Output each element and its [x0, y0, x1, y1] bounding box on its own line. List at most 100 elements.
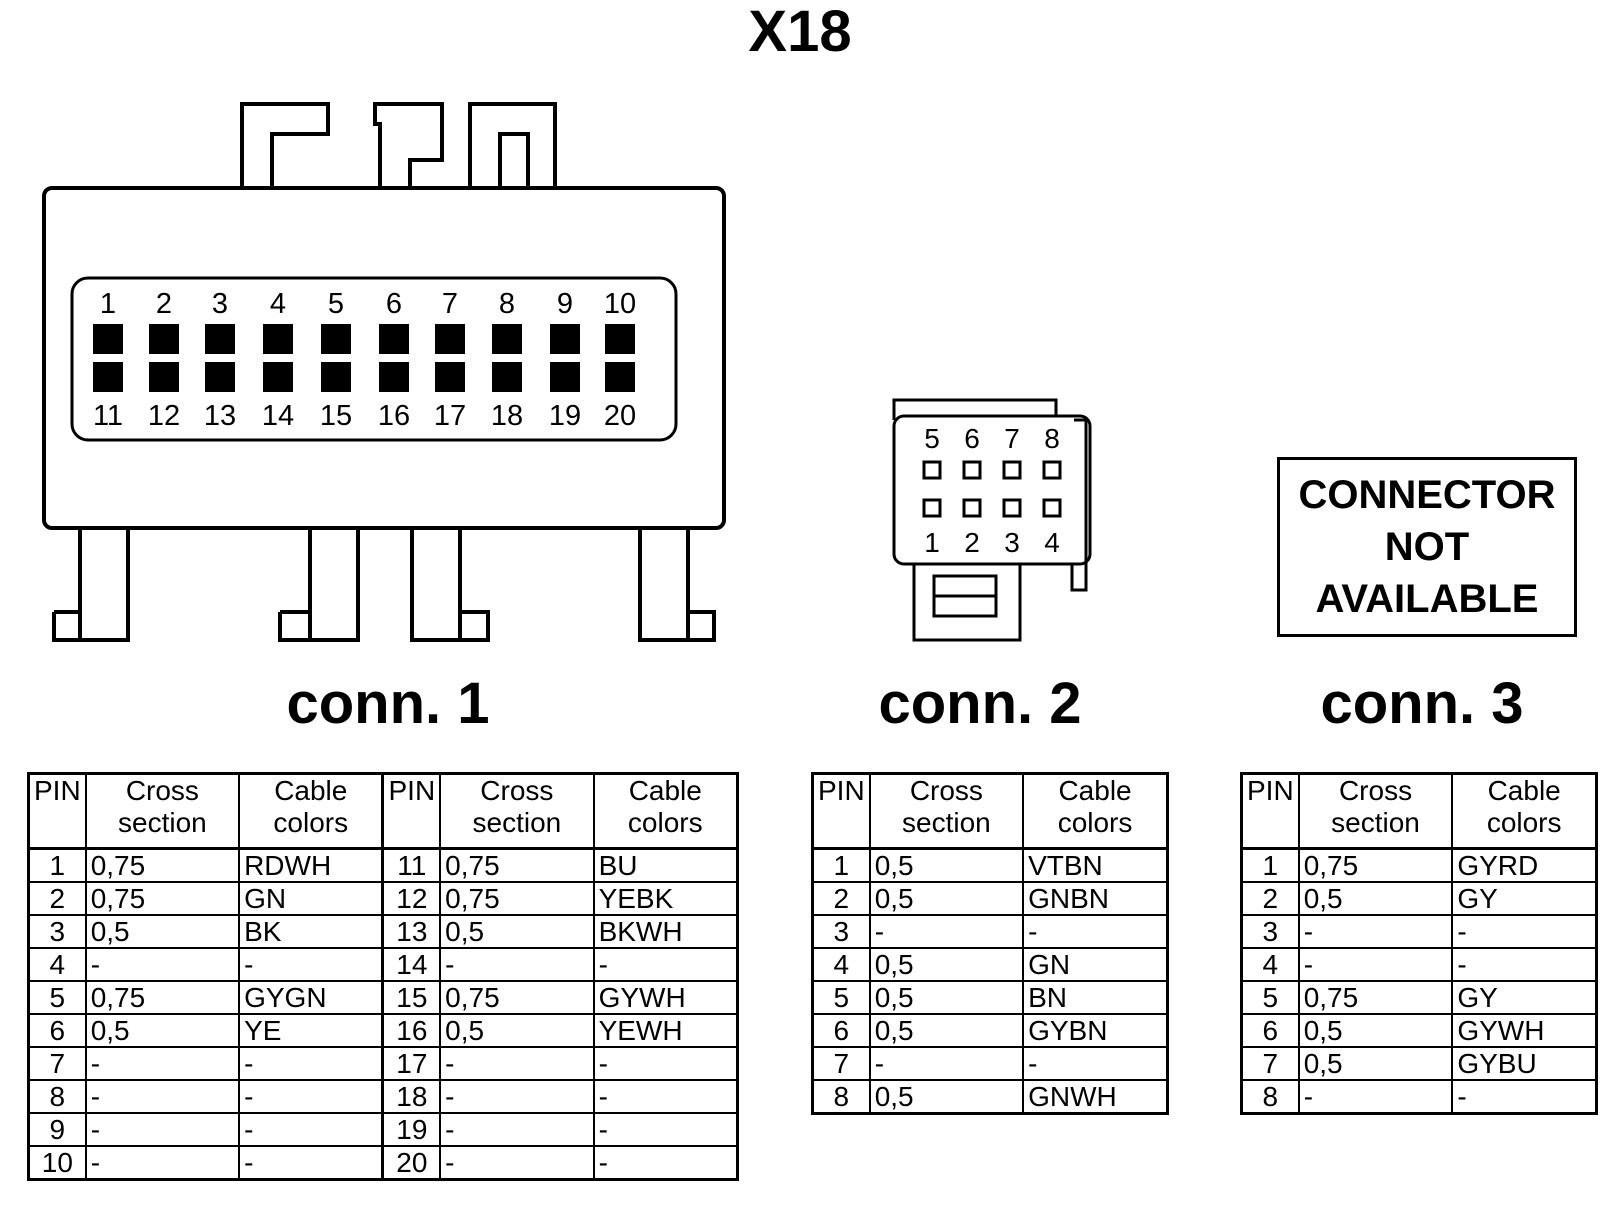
- table-cell: -: [1451, 1079, 1598, 1115]
- table-cell: 8: [1240, 1079, 1300, 1115]
- pin-number-label: 20: [604, 400, 636, 432]
- table-cell: GN: [238, 881, 384, 916]
- table-cell: 8: [811, 1079, 871, 1115]
- table-cell: GYRD: [1451, 847, 1598, 883]
- table-row: 4--: [1240, 947, 1598, 982]
- table-cell: 1: [27, 847, 87, 883]
- table-cell: 9: [27, 1112, 87, 1147]
- table-cell: -: [238, 1079, 384, 1114]
- table-cell: 17: [381, 1046, 442, 1081]
- table-cell: 0,5: [1297, 881, 1454, 916]
- table-cell: -: [592, 1046, 739, 1081]
- pin-number-label: 18: [491, 400, 523, 432]
- table-cell: -: [1022, 914, 1169, 949]
- table-cell: -: [1297, 914, 1454, 949]
- pin-number-label: 19: [549, 400, 581, 432]
- table-cell: 10: [27, 1145, 87, 1181]
- table-cell: -: [238, 1112, 384, 1147]
- pin-contact: [1042, 498, 1062, 518]
- table-cell: GY: [1451, 980, 1598, 1015]
- table-row: 7--: [811, 1046, 1169, 1081]
- table-cell: 7: [27, 1046, 87, 1081]
- pin-number-label: 11: [93, 400, 123, 432]
- table-row: 10--20--: [27, 1145, 739, 1181]
- column-header: PIN: [27, 772, 87, 850]
- table-cell: 0,5: [1297, 1046, 1454, 1081]
- pin-number-label: 5: [328, 288, 344, 320]
- table-cell: GYBN: [1022, 1013, 1169, 1048]
- table-cell: 18: [381, 1079, 442, 1114]
- pin-number-label: 2: [964, 527, 980, 558]
- pin-number-label: 7: [442, 288, 458, 320]
- table-cell: -: [84, 1145, 241, 1181]
- table-cell: -: [592, 1079, 739, 1114]
- pin-number-label: 4: [1044, 527, 1060, 558]
- table-cell: -: [868, 1046, 1025, 1081]
- pin-number-label: 15: [320, 400, 352, 432]
- pin-number-label: 5: [924, 423, 940, 454]
- table-cell: 0,5: [868, 980, 1025, 1015]
- table-cell: -: [1297, 947, 1454, 982]
- table-row: 3--: [811, 914, 1169, 949]
- pin-contact: [205, 324, 235, 354]
- pin-number-label: 17: [434, 400, 466, 432]
- pin-contact: [962, 498, 982, 518]
- table-cell: BKWH: [592, 914, 739, 949]
- column-header: Cable colors: [592, 772, 739, 850]
- pin-contact: [149, 362, 179, 392]
- table-cell: BU: [592, 847, 739, 883]
- pin-number-label: 4: [270, 288, 286, 320]
- table-cell: 8: [27, 1079, 87, 1114]
- table-cell: GNBN: [1022, 881, 1169, 916]
- pin-contact: [962, 460, 982, 480]
- table-cell: 0,75: [84, 847, 241, 883]
- table-cell: 0,75: [439, 980, 595, 1015]
- column-header: PIN: [811, 772, 871, 850]
- table-cell: -: [84, 1046, 241, 1081]
- table-cell: 4: [1240, 947, 1300, 982]
- table-cell: -: [1451, 947, 1598, 982]
- column-header: Cable colors: [238, 772, 384, 850]
- table-cell: -: [84, 1079, 241, 1114]
- not-available-line-1: CONNECTOR: [1298, 473, 1556, 517]
- table-cell: 16: [381, 1013, 442, 1048]
- table-cell: 0,75: [439, 847, 595, 883]
- pin-contact: [93, 324, 123, 354]
- table-cell: -: [439, 947, 595, 982]
- table-cell: 12: [381, 881, 442, 916]
- table-cell: -: [868, 914, 1025, 949]
- table-cell: 6: [27, 1013, 87, 1048]
- column-header: Cable colors: [1022, 772, 1169, 850]
- pin-contact: [379, 324, 409, 354]
- pin-contact: [205, 362, 235, 392]
- pin-number-label: 8: [499, 288, 515, 320]
- table-cell: 5: [27, 980, 87, 1015]
- pin-contact: [379, 362, 409, 392]
- not-available-line-2: NOT: [1384, 525, 1470, 569]
- table-row: 8--18--: [27, 1079, 739, 1114]
- table-cell: GNWH: [1022, 1079, 1169, 1115]
- table-cell: 0,5: [868, 847, 1025, 883]
- table-cell: 2: [27, 881, 87, 916]
- pin-number-label: 12: [148, 400, 180, 432]
- pin-contact: [149, 324, 179, 354]
- pin-contact: [605, 324, 635, 354]
- table-cell: YE: [238, 1013, 384, 1048]
- pin-number-label: 10: [604, 288, 636, 320]
- table-cell: -: [1297, 1079, 1454, 1115]
- table-cell: -: [1022, 1046, 1169, 1081]
- table-cell: 3: [1240, 914, 1300, 949]
- table-cell: -: [439, 1145, 595, 1181]
